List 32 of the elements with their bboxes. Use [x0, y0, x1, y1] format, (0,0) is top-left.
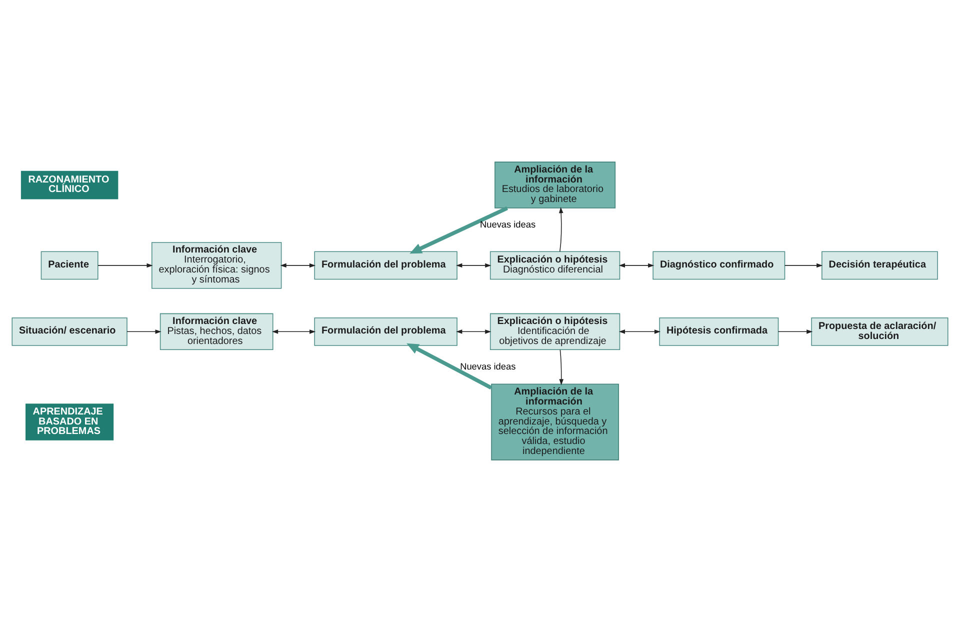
node-box: Hipótesis confirmada: [659, 317, 779, 346]
node-box: Situación/ escenario: [12, 317, 128, 346]
arrow: [456, 329, 492, 334]
node-box: Información clave Pistas, hechos, datos orientadores: [160, 312, 274, 350]
node-box: APRENDIZAJE BASADO EN PROBLEMAS: [26, 403, 114, 440]
arrow: [784, 262, 823, 268]
arrow: [406, 342, 492, 389]
node-box: Ampliación de la información Recursos para el aprendizaje, búsqueda y selección de información válida, estudio independiente: [491, 383, 619, 460]
node-box: Paciente: [40, 250, 98, 280]
node-box: Diagnóstico confirmado: [652, 250, 786, 280]
arrow: [618, 329, 661, 334]
node-box: Formulación del problema: [314, 317, 458, 346]
arrow: [559, 348, 564, 385]
arrow: [456, 262, 492, 268]
node-box: Formulación del problema: [314, 250, 458, 280]
node-box: Ampliación de la información Estudios de laboratorio y gabinete: [494, 161, 616, 208]
node-box: Propuesta de aclaración/ solución: [811, 317, 948, 346]
arrow: [410, 206, 508, 254]
node-box: Explicación o hipótesis Identificación de objetivos de aprendizaje: [490, 312, 620, 350]
arrow: [618, 262, 654, 268]
node-box: RAZONAMIENTO CLÍNICO: [20, 170, 118, 199]
node-box: Decisión terapéutica: [822, 250, 938, 280]
edge-label: Nuevas ideas: [460, 360, 516, 371]
edge-label: Nuevas ideas: [480, 219, 536, 230]
arrow: [558, 206, 564, 252]
arrow: [126, 329, 162, 334]
arrow: [778, 329, 813, 334]
arrow: [272, 329, 316, 334]
node-box: Explicación o hipótesis Diagnóstico diferencial: [490, 250, 620, 280]
arrow: [280, 262, 316, 268]
node-box: Información clave Interrogatorio, exploración física: signos y síntomas: [152, 242, 282, 288]
arrow: [98, 262, 153, 268]
